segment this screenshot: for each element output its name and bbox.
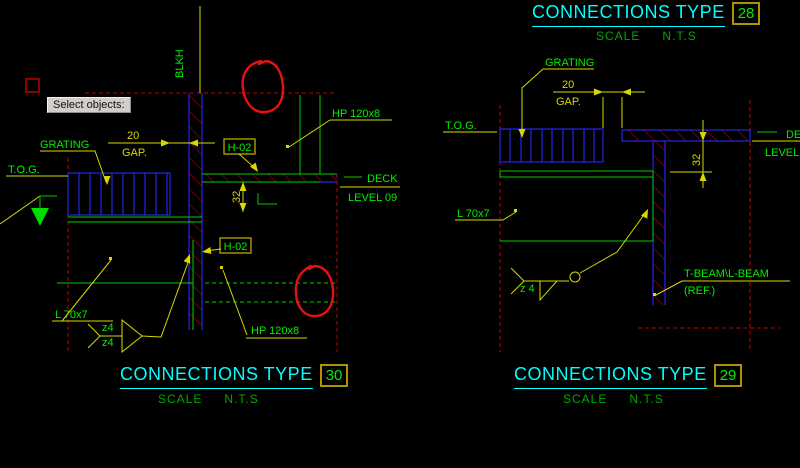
title-text-28: CONNECTIONS TYPE xyxy=(532,2,725,27)
label-hp-bottom: HP 120x8 xyxy=(251,325,299,337)
pickbox-cursor[interactable] xyxy=(25,78,40,93)
scale-28: SCALE N.T.S xyxy=(596,29,697,43)
left-gap-dimension: 20 GAP. xyxy=(108,130,215,159)
left-deck-plate xyxy=(202,173,337,183)
left-weld-symbol: z4 z4 xyxy=(87,254,191,354)
right-32-dimension: 32 xyxy=(670,120,712,188)
label-level-left: LEVEL 09 xyxy=(348,192,397,204)
label-h02-bottom: H-02 xyxy=(224,241,248,253)
right-gap-dimension: 20 GAP. xyxy=(553,79,645,128)
left-bulkhead-column xyxy=(188,6,203,330)
right-centerlines xyxy=(499,100,780,352)
label-angle-right: L 70x7 xyxy=(457,208,490,220)
right-tbeam xyxy=(621,129,751,305)
right-deck-level-label: DE LEVEL xyxy=(752,129,800,159)
left-h02-top-callout: H-02 xyxy=(223,138,258,172)
left-hp-top-callout: HP 120x8 xyxy=(286,108,392,148)
right-grating xyxy=(499,128,604,163)
left-grating-label: GRATING xyxy=(40,139,111,185)
label-32-right: 32 xyxy=(691,154,703,166)
right-angle-callout: L 70x7 xyxy=(455,208,517,221)
label-blkh: BLKH xyxy=(174,49,186,78)
title-text-29: CONNECTIONS TYPE xyxy=(514,364,707,389)
left-hp-bottom-callout: HP 120x8 xyxy=(220,266,307,339)
title-type-29: CONNECTIONS TYPE 29 xyxy=(514,364,743,389)
left-h02-bottom-callout: H-02 xyxy=(202,237,252,254)
scale-30: SCALE N.T.S xyxy=(158,392,259,406)
scale-value-28: N.T.S xyxy=(662,29,697,43)
label-tbeam: T-BEAM\L-BEAM xyxy=(684,268,769,280)
title-number-28: 28 xyxy=(731,2,761,25)
label-level-right: LEVEL xyxy=(765,147,799,159)
label-tbeam-ref: (REF.) xyxy=(684,285,715,297)
label-angle-left: L 70x7 xyxy=(55,309,88,321)
scale-value-29: N.T.S xyxy=(629,392,664,406)
right-weld-symbol: z 4 xyxy=(510,209,648,302)
left-centerlines xyxy=(67,92,338,352)
scale-29: SCALE N.T.S xyxy=(563,392,664,406)
title-number-30: 30 xyxy=(319,364,349,387)
markup-circle-bottom xyxy=(294,264,335,318)
label-deck-left: DECK xyxy=(367,173,398,185)
left-tog-label: T.O.G. xyxy=(6,164,68,177)
label-tog-right: T.O.G. xyxy=(445,120,477,132)
left-hp-column xyxy=(299,95,321,174)
right-beam-outline xyxy=(499,170,654,242)
markup-circle-top xyxy=(241,59,285,114)
label-32-left: 32 xyxy=(231,191,243,203)
left-32-dimension: 32 xyxy=(231,182,247,212)
scale-label-30: SCALE xyxy=(158,392,203,406)
left-hidden-beam xyxy=(57,193,335,330)
label-hp-top: HP 120x8 xyxy=(332,108,380,120)
title-number-29: 29 xyxy=(713,364,743,387)
label-tog-left: T.O.G. xyxy=(8,164,40,176)
label-h02-top: H-02 xyxy=(228,142,252,154)
left-elevation-marker xyxy=(0,195,57,226)
label-weld-right: z 4 xyxy=(520,283,535,295)
label-gap-num-right: 20 xyxy=(562,79,574,91)
title-type-28: CONNECTIONS TYPE 28 xyxy=(532,2,761,27)
label-gap-num-left: 20 xyxy=(127,130,139,142)
title-text-30: CONNECTIONS TYPE xyxy=(120,364,313,389)
right-tbeam-callout: T-BEAM\L-BEAM (REF.) xyxy=(653,268,790,297)
right-tog-label: T.O.G. xyxy=(443,120,497,133)
label-gap-word-right: GAP. xyxy=(556,96,581,108)
label-gap-word-left: GAP. xyxy=(122,147,147,159)
label-weld2-left: z4 xyxy=(102,337,114,349)
select-objects-tooltip: Select objects: xyxy=(47,97,131,113)
scale-label-28: SCALE xyxy=(596,29,641,43)
left-grating xyxy=(67,172,202,223)
scale-label-29: SCALE xyxy=(563,392,608,406)
label-deck-right: DE xyxy=(786,129,800,141)
left-angle-callout: L 70x7 xyxy=(52,257,113,322)
label-weld1-left: z4 xyxy=(102,322,114,334)
left-deck-level-label: DECK LEVEL 09 xyxy=(340,173,400,204)
right-grating-label: GRATING xyxy=(518,57,594,138)
scale-value-30: N.T.S xyxy=(224,392,259,406)
label-grating-left: GRATING xyxy=(40,139,89,151)
markup-circles xyxy=(241,59,335,318)
label-grating-right: GRATING xyxy=(545,57,594,69)
title-type-30: CONNECTIONS TYPE 30 xyxy=(120,364,349,389)
